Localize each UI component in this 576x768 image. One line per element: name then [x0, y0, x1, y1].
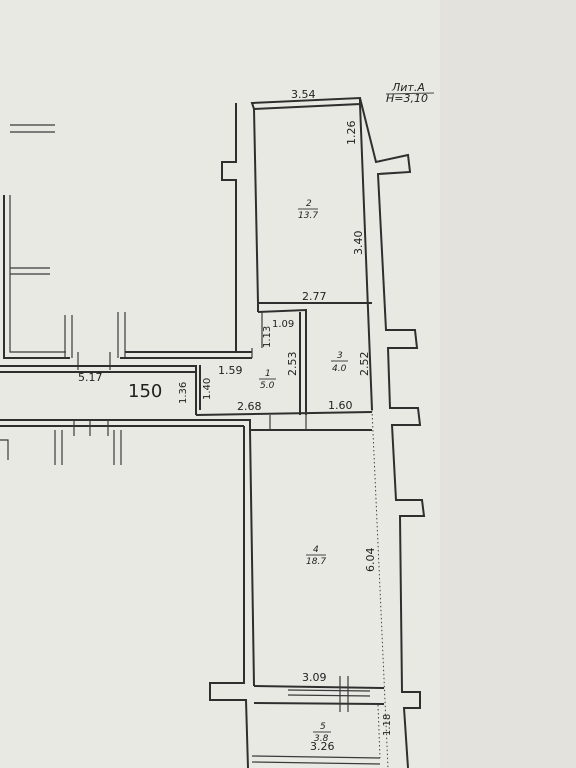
room-2-area: 13.7 — [298, 211, 318, 221]
dim-r3-width: 1.60 — [328, 399, 353, 412]
dotted-boundary-room5 — [377, 704, 381, 759]
room-4-area: 18.7 — [306, 557, 326, 567]
lower-door-jambs — [54, 430, 122, 465]
right-outer-wall — [359, 97, 426, 768]
stamp-line-1: Лит.А — [391, 81, 425, 94]
paper-shadow — [440, 0, 576, 768]
corridor-top-wall — [0, 365, 196, 373]
doorway-marks — [269, 412, 307, 430]
dim-corridor-length: 5.17 — [78, 371, 103, 384]
dim-r5-bottom: 3.26 — [310, 740, 335, 753]
room-2-number: 2 — [306, 199, 312, 209]
room-5-number: 5 — [320, 722, 326, 732]
dim-r1-side-small: 1.13 — [262, 326, 273, 348]
middle-top-wall — [120, 351, 252, 359]
dim-r3-height: 2.52 — [358, 352, 371, 377]
left-door-jamb-b — [117, 312, 126, 358]
corridor-vents — [73, 420, 109, 436]
room-1-3-divider — [257, 303, 307, 415]
room-5-top-window — [253, 685, 385, 705]
left-room-wall-inner — [9, 195, 66, 353]
corridor-label: 150 — [128, 381, 162, 402]
left-rooms — [3, 124, 252, 370]
room-5-area: 3.8 — [314, 734, 329, 744]
room-4-number: 4 — [313, 545, 319, 555]
room-5-window-mullion — [339, 676, 349, 712]
lower-block-walls — [209, 426, 385, 768]
stamp-line-2: H=3,10 — [386, 92, 428, 105]
stamp: Лит.А H=3,10 — [385, 81, 435, 105]
left-door-jamb-a — [64, 315, 73, 358]
right-inner-wall — [359, 103, 373, 411]
room-5-window-glazing — [287, 689, 371, 697]
dim-top-width: 3.54 — [291, 88, 316, 101]
room-1-walls — [195, 312, 301, 415]
middle-block-walls — [0, 303, 373, 465]
room-4-left-inner — [249, 429, 255, 687]
room-labels: 2 13.7 1 5.0 3 4.0 4 18.7 5 3.8 — [259, 199, 348, 744]
dim-r1-top-small: 1.09 — [272, 319, 294, 330]
stamp-underline — [385, 92, 435, 95]
room-3-area: 4.0 — [332, 364, 347, 374]
room-1-niche — [251, 312, 263, 358]
dim-r5-top: 3.09 — [302, 671, 327, 684]
dimension-labels: 3.54 1.26 3.40 2.77 1.09 1.13 1.59 2.53 … — [78, 88, 393, 753]
left-room-wall — [3, 195, 70, 359]
dim-corridor-height-b: 1.36 — [178, 382, 189, 404]
dim-r4-height: 6.04 — [364, 548, 377, 573]
dim-corridor-height-a: 1.40 — [202, 378, 213, 400]
room-1-number: 1 — [265, 369, 271, 379]
dim-r2-vertical-top: 1.26 — [345, 121, 358, 146]
room-5-bottom-rail — [251, 755, 381, 765]
room-1-area: 5.0 — [260, 381, 275, 391]
dim-r1-height: 2.53 — [286, 352, 299, 377]
room-3-number: 3 — [337, 351, 343, 361]
lower-left-stub — [0, 439, 9, 460]
dim-r1-bottom: 2.68 — [237, 400, 262, 413]
corridor-bottom-wall — [0, 419, 251, 430]
dim-r2-vertical: 3.40 — [352, 231, 365, 256]
dim-r5-height: 1.18 — [382, 714, 393, 736]
left-top-wall — [10, 124, 55, 133]
left-stub-wall — [10, 267, 50, 275]
room-4-left-wall — [209, 426, 249, 768]
dim-r1-left: 1.59 — [218, 364, 243, 377]
room-2-left-outer — [221, 103, 237, 352]
dim-r2-bottom: 2.77 — [302, 290, 327, 303]
